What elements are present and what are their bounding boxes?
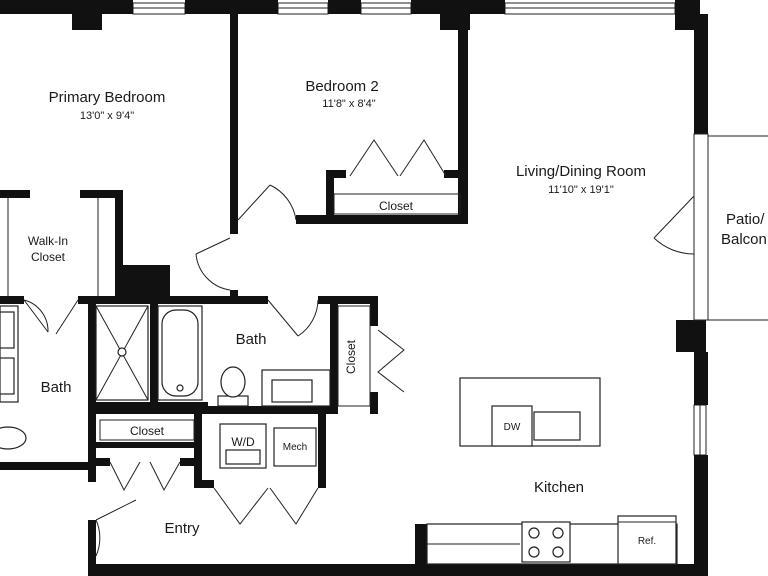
label-washer-dryer: W/D	[231, 435, 255, 449]
label-walk-in-line1: Walk-In	[28, 234, 68, 248]
walls	[0, 0, 708, 576]
label-closet-bedroom2: Closet	[379, 199, 414, 213]
label-living-dining: Living/Dining Room	[516, 163, 646, 180]
label-patio-line1: Patio/	[726, 211, 765, 228]
label-closet-hall: Closet	[344, 339, 358, 374]
label-dishwasher: DW	[504, 422, 521, 433]
label-entry: Entry	[164, 520, 200, 537]
dims-living-dining: 11'10" x 19'1"	[548, 184, 614, 196]
toilet	[217, 366, 249, 407]
bathtub	[157, 305, 203, 401]
label-patio-line2: Balcon	[721, 231, 767, 248]
dims-bedroom-2: 11'8" x 8'4"	[322, 98, 375, 110]
fixtures	[0, 193, 678, 565]
doors	[23, 139, 695, 557]
vanity-left	[0, 305, 27, 450]
label-walk-in-line2: Closet	[31, 250, 66, 264]
windows	[132, 2, 707, 456]
label-bath-left: Bath	[41, 379, 72, 396]
stove	[521, 521, 571, 563]
shower	[95, 305, 149, 401]
laundry	[219, 423, 317, 469]
refrigerator	[617, 515, 677, 565]
label-mech: Mech	[283, 442, 307, 453]
dims-primary-bedroom: 13'0" x 9'4"	[80, 110, 134, 122]
room-labels: Primary Bedroom 13'0" x 9'4" Bedroom 2 1…	[28, 78, 767, 547]
label-kitchen: Kitchen	[534, 479, 584, 496]
patio-frame	[693, 133, 768, 321]
label-primary-bedroom: Primary Bedroom	[49, 89, 166, 106]
label-closet-entry: Closet	[130, 424, 165, 438]
label-refrigerator: Ref.	[638, 536, 656, 547]
label-bath-center: Bath	[236, 331, 267, 348]
kitchen-island	[459, 377, 601, 447]
label-bedroom-2: Bedroom 2	[305, 78, 378, 95]
vanity-center	[261, 369, 331, 407]
